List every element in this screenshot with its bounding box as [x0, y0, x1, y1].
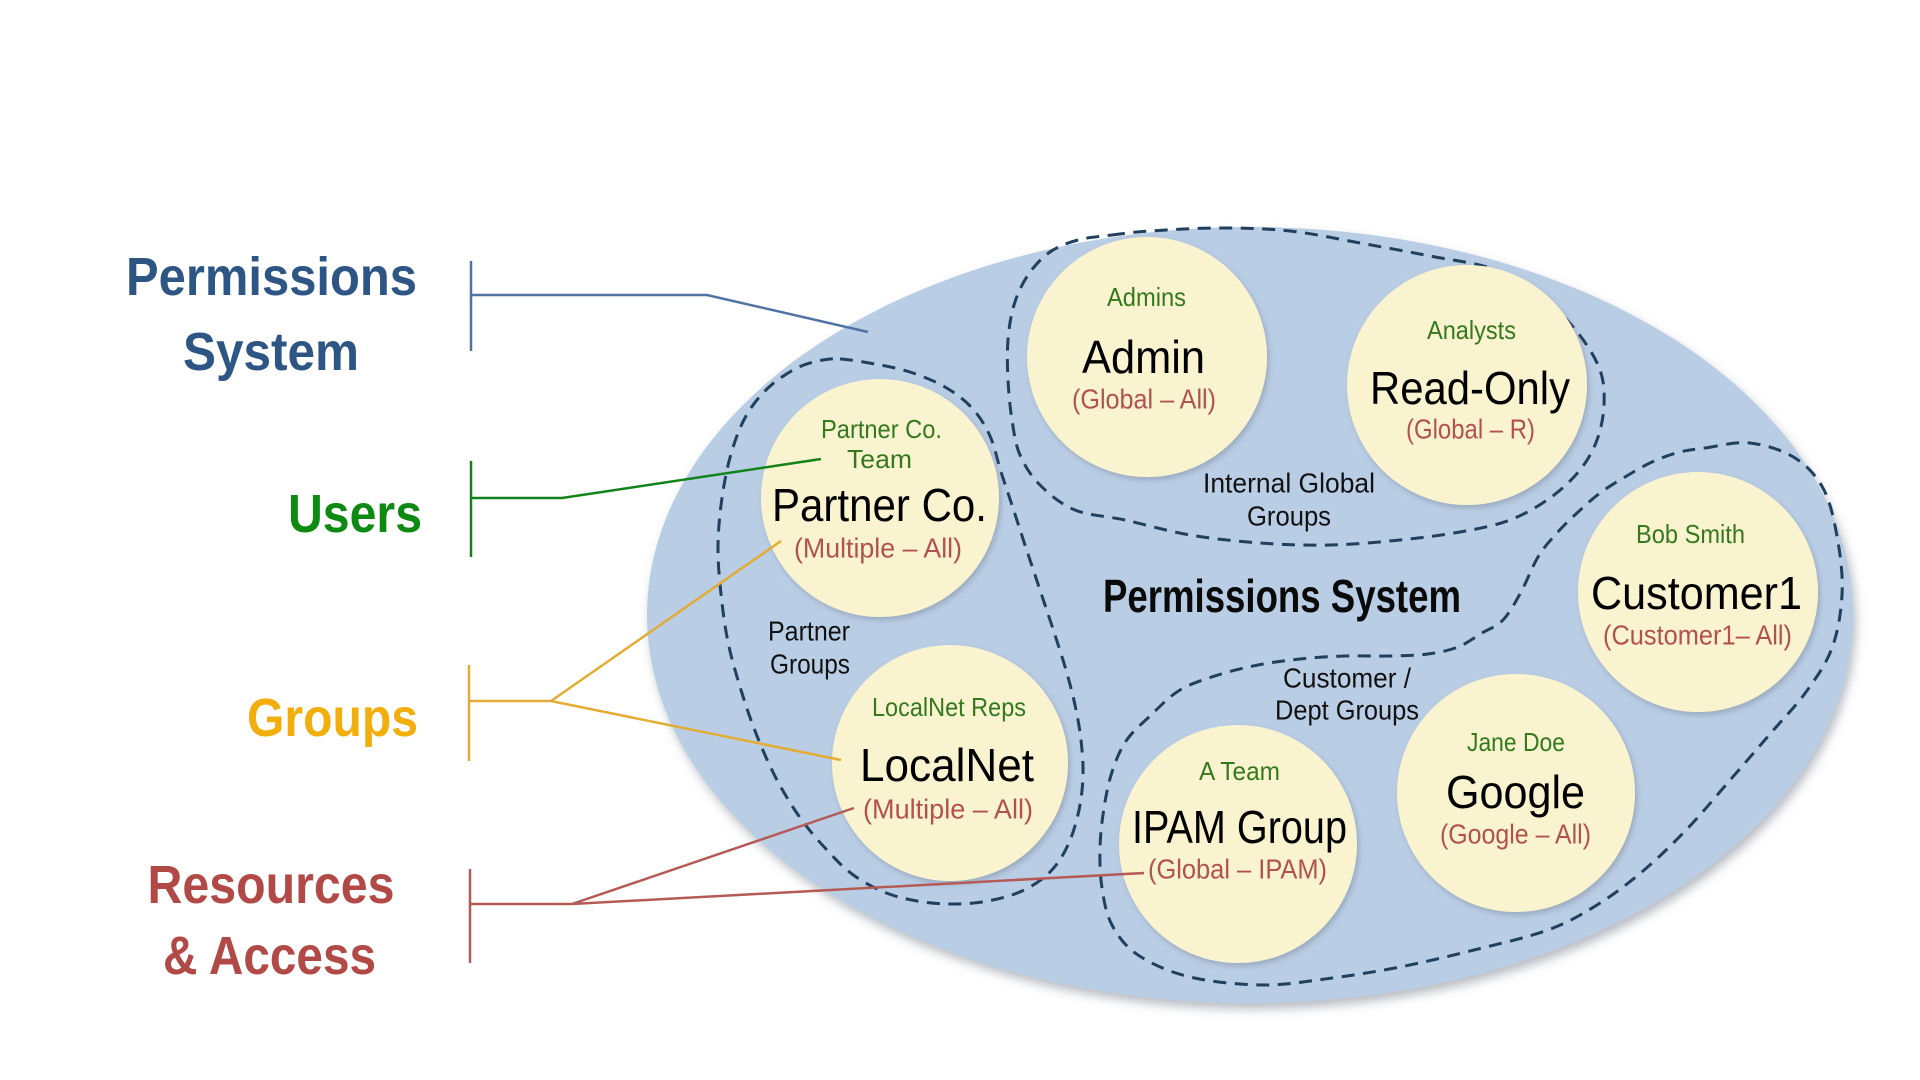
- svg-text:Read-Only: Read-Only: [1370, 362, 1570, 414]
- svg-text:Groups: Groups: [1247, 501, 1331, 532]
- svg-text:Users: Users: [288, 484, 422, 544]
- svg-text:A Team: A Team: [1199, 756, 1280, 786]
- svg-text:Permissions: Permissions: [126, 247, 417, 307]
- svg-text:Permissions System: Permissions System: [1103, 570, 1461, 622]
- svg-text:Internal Global: Internal Global: [1203, 468, 1375, 499]
- svg-text:Bob Smith: Bob Smith: [1636, 519, 1745, 549]
- svg-text:Partner: Partner: [768, 616, 850, 647]
- svg-text:(Customer1– All): (Customer1– All): [1603, 620, 1792, 651]
- svg-text:(Multiple – All): (Multiple – All): [794, 533, 962, 564]
- svg-text:(Google – All): (Google – All): [1440, 819, 1591, 850]
- svg-text:Jane Doe: Jane Doe: [1467, 727, 1565, 757]
- svg-text:(Global – All): (Global – All): [1072, 384, 1216, 415]
- svg-text:Resources: Resources: [148, 855, 395, 915]
- svg-text:(Multiple – All): (Multiple – All): [863, 794, 1033, 825]
- svg-text:Groups: Groups: [770, 649, 850, 680]
- svg-text:& Access: & Access: [163, 926, 376, 986]
- svg-text:Google: Google: [1446, 766, 1585, 818]
- svg-text:(Global – IPAM): (Global – IPAM): [1148, 854, 1327, 885]
- svg-text:LocalNet: LocalNet: [860, 739, 1034, 791]
- svg-text:LocalNet Reps: LocalNet Reps: [872, 692, 1026, 722]
- svg-text:Admins: Admins: [1107, 282, 1186, 312]
- svg-text:Partner Co.: Partner Co.: [821, 414, 942, 444]
- svg-text:Team: Team: [847, 444, 912, 474]
- svg-text:Dept Groups: Dept Groups: [1275, 695, 1419, 726]
- svg-text:Customer1: Customer1: [1591, 567, 1802, 619]
- svg-text:IPAM Group: IPAM Group: [1132, 801, 1347, 853]
- svg-text:Customer /: Customer /: [1283, 663, 1411, 694]
- svg-text:Analysts: Analysts: [1427, 315, 1516, 345]
- svg-text:System: System: [183, 322, 359, 382]
- svg-text:(Global – R): (Global – R): [1406, 414, 1535, 445]
- svg-text:Partner Co.: Partner Co.: [772, 479, 987, 531]
- svg-text:Admin: Admin: [1082, 331, 1205, 383]
- svg-text:Groups: Groups: [247, 688, 418, 748]
